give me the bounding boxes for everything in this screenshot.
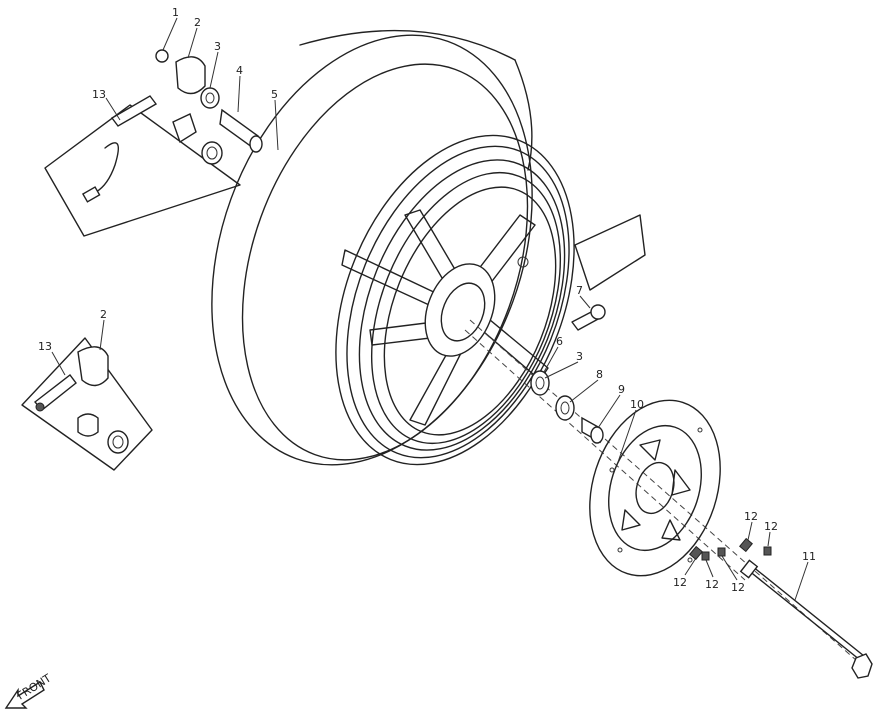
callout-2: 2 xyxy=(194,16,201,29)
callout-2: 2 xyxy=(100,308,107,321)
bolts-12 xyxy=(689,537,772,561)
callout-9: 9 xyxy=(618,383,625,396)
rim xyxy=(335,134,575,466)
callout-5: 5 xyxy=(271,88,278,101)
front-direction-label: FRONT xyxy=(15,671,54,702)
callout-3: 3 xyxy=(576,350,583,363)
tire xyxy=(211,29,533,466)
inset-top-left xyxy=(44,49,263,237)
callout-1: 1 xyxy=(172,6,179,19)
axle-11 xyxy=(739,559,873,679)
leader-lines xyxy=(51,17,809,601)
callout-labels: 1 2 3 4 5 13 2 13 7 6 3 8 9 10 11 12 12 … xyxy=(38,6,816,594)
bearing-8 xyxy=(555,395,575,421)
callout-12: 12 xyxy=(764,520,778,533)
callout-12: 12 xyxy=(673,576,687,589)
callout-13: 13 xyxy=(38,340,52,353)
callout-12: 12 xyxy=(744,510,758,523)
spacer-6 xyxy=(530,370,550,396)
callout-12: 12 xyxy=(705,578,719,591)
callout-12: 12 xyxy=(731,581,745,594)
callout-4: 4 xyxy=(236,64,243,77)
callout-3: 3 xyxy=(214,40,221,53)
callout-13: 13 xyxy=(92,88,106,101)
brake-caliper-outline xyxy=(574,214,646,291)
sleeve-9 xyxy=(581,416,604,444)
valve-stem xyxy=(571,304,606,331)
brake-disc xyxy=(589,399,721,577)
callout-10: 10 xyxy=(630,398,644,411)
callout-8: 8 xyxy=(596,368,603,381)
callout-7: 7 xyxy=(576,284,583,297)
callout-11: 11 xyxy=(802,550,816,563)
front-direction-arrow: FRONT xyxy=(4,671,54,709)
inset-mid-left xyxy=(21,337,153,471)
callout-6: 6 xyxy=(556,335,563,348)
